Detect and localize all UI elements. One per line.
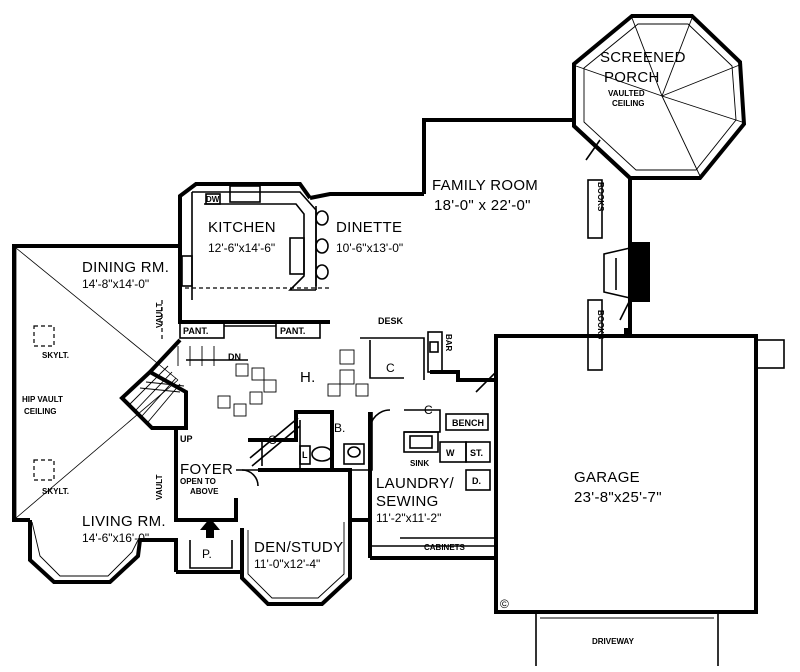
den-size: 11'-0"x12'-4" [254,557,320,571]
laundry-name-1: LAUNDRY/ [376,475,455,492]
porch-label: P. [202,547,212,561]
skylight-bottom [33,459,55,481]
living-size: 14'-6"x16'-0" [82,531,149,545]
hall-label: H. [300,369,316,386]
hip-vault-label-1: HIP VAULT [22,395,63,404]
staircase [119,338,248,430]
down-label: DN [228,352,241,362]
fireplace [603,242,650,302]
family-room-name: FAMILY ROOM [432,177,538,194]
pantry-right-label: PANT. [280,326,305,336]
garage-size: 23'-8"x25'-7" [574,489,662,506]
family-room-size: 18'-0" x 22'-0" [434,197,531,214]
closet-hall-label: C [268,433,277,447]
family-room-walls [422,118,632,382]
dryer-label: D. [472,476,481,486]
skylight-top-label: SKYLT. [42,351,69,360]
closet-laundry-label: C [424,403,433,417]
dining-name: DINING RM. [82,259,169,276]
porch [189,540,233,569]
kitchen-size: 12'-6"x14'-6" [208,241,275,255]
pantry-left-label: PANT. [183,326,208,336]
vault-dining-label: VAULT [155,302,164,328]
foyer-name: FOYER [180,461,233,478]
bar-label: BAR [444,334,453,352]
foyer-note-2: ABOVE [190,487,219,496]
hip-vault-lines [15,247,179,519]
copyright-mark: © [500,597,509,611]
dining-size: 14'-8"x14'-0" [82,277,149,291]
garage-name: GARAGE [574,469,640,486]
linen-label: L [302,450,308,460]
dishwasher-label: DW [206,195,220,204]
kitchen-name: KITCHEN [208,219,276,236]
driveway-label: DRIVEWAY [592,637,635,646]
washer-label: W [446,448,455,458]
entry-arrow [200,518,220,530]
dinette-name: DINETTE [336,219,402,236]
cabinets-label: CABINETS [424,543,466,552]
laundry-size: 11'-2"x11'-2" [376,511,441,525]
vault-foyer-label: VAULT [155,474,164,500]
hip-vault-label-2: CEILING [24,407,56,416]
desk-label: DESK [378,316,404,326]
skylight-top [33,325,55,347]
screened-porch [572,14,747,180]
kitchen-walls [178,182,312,300]
storage-label: ST. [470,448,483,458]
dinette-size: 10'-6"x13'-0" [336,241,403,255]
living-name: LIVING RM. [82,513,166,530]
bath-label: B. [334,421,345,435]
garage-walls [494,334,758,614]
up-label: UP [180,434,193,444]
foyer-note-1: OPEN TO [180,477,216,486]
porch-note-1: VAULTED [608,89,645,98]
hall-tile [217,349,369,417]
porch-note-2: CEILING [612,99,644,108]
den-walls [240,518,372,606]
den-name: DEN/STUDY [254,539,343,556]
dinette-table [315,206,329,286]
laundry-name-2: SEWING [376,493,439,510]
closet-desk-label: C [386,361,395,375]
books-bottom-label: BOOKS [596,310,605,340]
sink-label: SINK [410,459,429,468]
bench-label: BENCH [452,418,484,428]
west-walls [12,244,180,522]
books-top-label: BOOKS [596,182,605,212]
porch-name-1: SCREENED [600,49,686,66]
skylight-bottom-label: SKYLT. [42,487,69,496]
porch-name-2: PORCH [604,69,660,86]
